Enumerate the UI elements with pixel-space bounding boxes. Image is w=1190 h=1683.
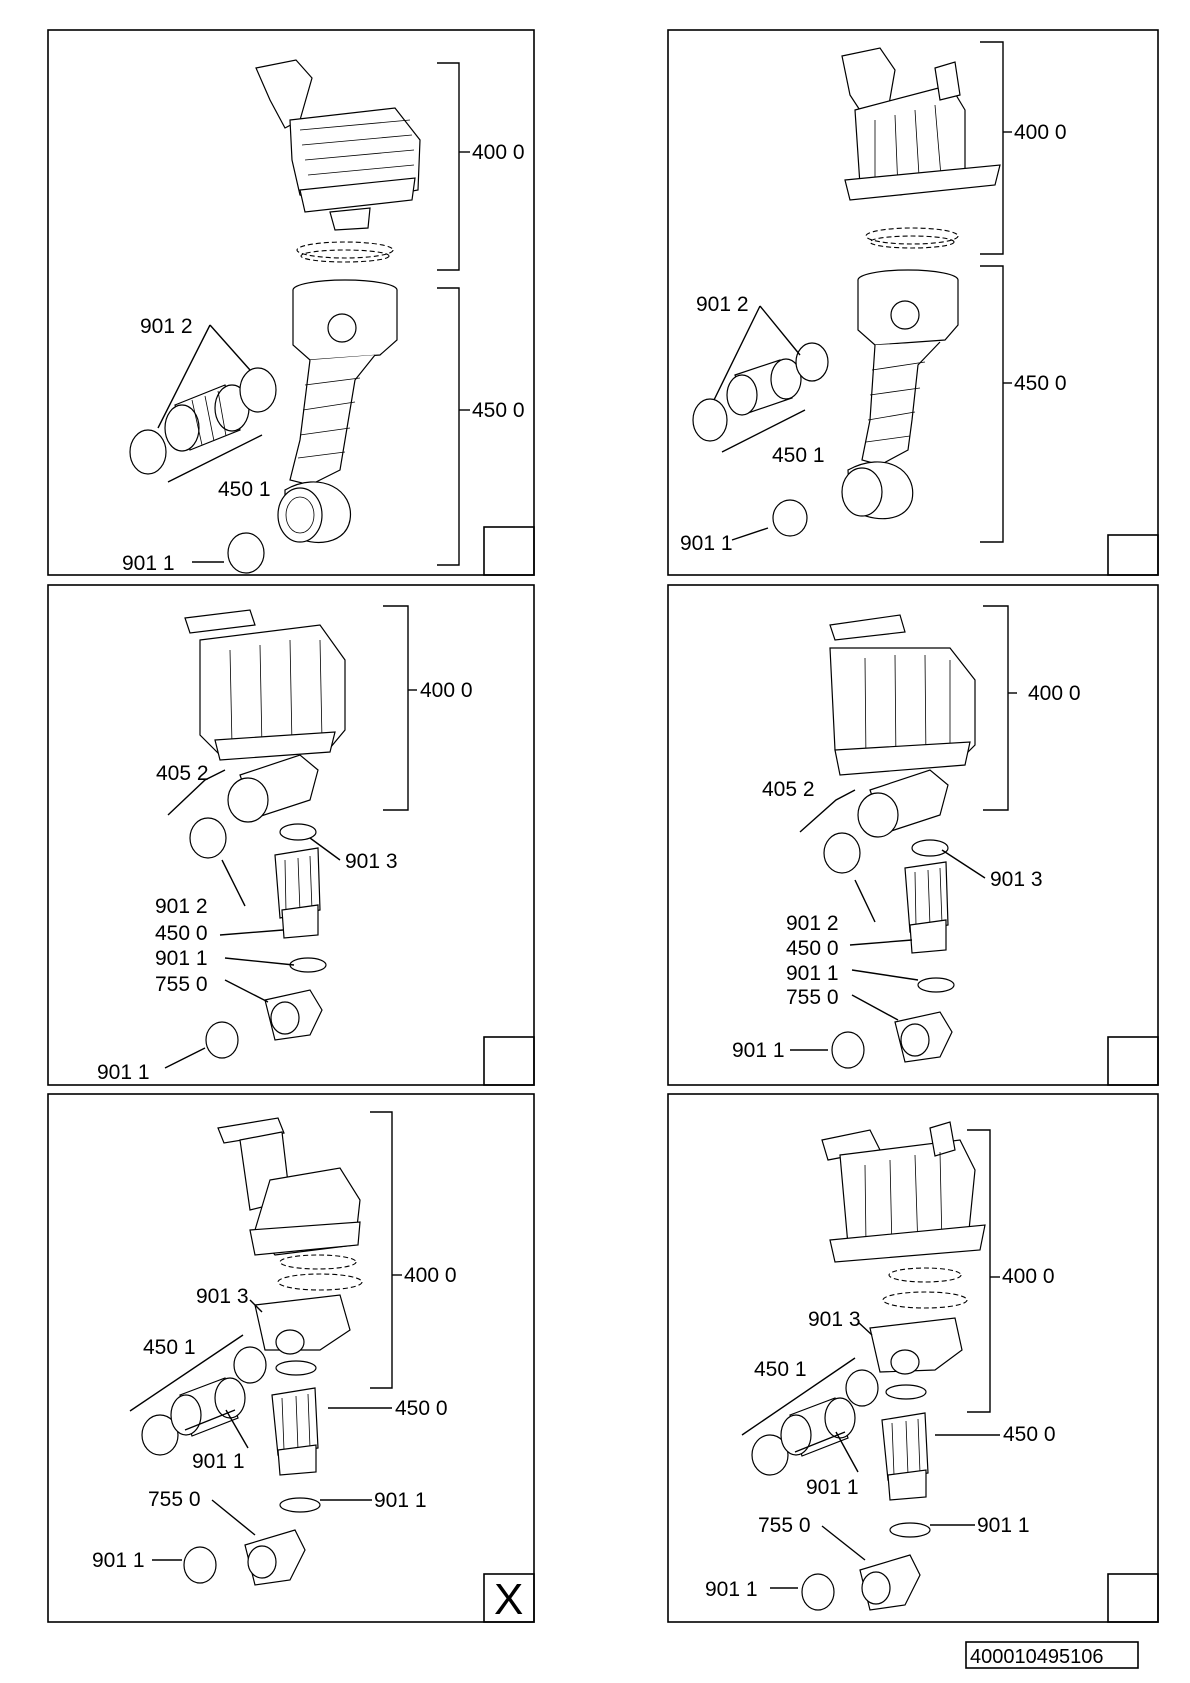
panel-4-leaders bbox=[790, 605, 1017, 1051]
panel-1-hose-part bbox=[129, 367, 277, 574]
panel-1-label-901-1: 901 1 bbox=[122, 552, 175, 575]
panel-2-corner-box bbox=[1107, 534, 1159, 576]
panel-5-label-901-3: 901 3 bbox=[196, 1285, 249, 1308]
panel-1-label-450-1: 450 1 bbox=[218, 478, 271, 501]
panel-3-label-450-0: 450 0 bbox=[155, 922, 208, 945]
panel-1: 400 0 450 0 901 2 450 1 901 1 bbox=[47, 29, 535, 576]
panel-1-label-901-2: 901 2 bbox=[140, 315, 193, 338]
panel-3-corner-box bbox=[483, 1036, 535, 1086]
panel-2: 400 0 901 2 450 0 450 1 901 1 bbox=[667, 29, 1159, 576]
panel-1-label-400-0: 400 0 bbox=[472, 141, 525, 164]
panel-5-corner-box bbox=[483, 1573, 535, 1623]
panel-4-label-901-1b: 901 1 bbox=[732, 1039, 785, 1062]
panel-5-leaders bbox=[129, 1111, 402, 1561]
panel-1-pump-housing-part bbox=[277, 279, 398, 543]
document-number: 400010495106 bbox=[970, 1646, 1103, 1668]
panel-2-hose-part bbox=[692, 342, 829, 537]
panel-5-label-901-1c: 901 1 bbox=[92, 1549, 145, 1572]
panel-5-label-450-1: 450 1 bbox=[143, 1336, 196, 1359]
panel-5-hose-part bbox=[141, 1346, 267, 1456]
panel-2-leaders bbox=[713, 41, 1012, 543]
panel-4-motor-part bbox=[829, 614, 976, 776]
panel-4-pump-part bbox=[831, 861, 955, 1069]
panel-3-label-901-2: 901 2 bbox=[155, 895, 208, 918]
panel-4-outlet-part bbox=[823, 769, 949, 874]
panel-3-pump-part bbox=[205, 847, 327, 1059]
panel-3-label-755-0: 755 0 bbox=[155, 973, 208, 996]
panel-6-label-450-0: 450 0 bbox=[1003, 1423, 1056, 1446]
panel-3-motor-part bbox=[184, 609, 346, 761]
panel-4-label-901-3: 901 3 bbox=[990, 868, 1043, 891]
panel-4-label-755-0: 755 0 bbox=[786, 986, 839, 1009]
panel-3-label-400-0: 400 0 bbox=[420, 679, 473, 702]
panel-3-label-901-3: 901 3 bbox=[345, 850, 398, 873]
panel-6-label-450-1: 450 1 bbox=[754, 1358, 807, 1381]
panel-3-label-901-1b: 901 1 bbox=[97, 1061, 150, 1084]
panel-5-pump-part bbox=[183, 1360, 321, 1586]
panel-5-motor-part bbox=[217, 1117, 363, 1355]
document-number-box: 400010495106 bbox=[965, 1641, 1139, 1669]
panel-2-pump-housing-part bbox=[841, 269, 959, 520]
panel-6-label-901-1: 901 1 bbox=[806, 1476, 859, 1499]
panel-6-pump-part bbox=[801, 1384, 931, 1611]
panel-3-label-901-1: 901 1 bbox=[155, 947, 208, 970]
panel-3-leaders bbox=[164, 605, 417, 1069]
panel-1-label-450-0: 450 0 bbox=[472, 399, 525, 422]
panel-3-label-405-2: 405 2 bbox=[156, 762, 209, 785]
panel-6-hose-part bbox=[751, 1369, 879, 1476]
panel-2-label-450-0: 450 0 bbox=[1014, 372, 1067, 395]
panel-4-corner-box bbox=[1107, 1036, 1159, 1086]
panel-6-label-901-1b: 901 1 bbox=[977, 1514, 1030, 1537]
panel-4-label-450-0: 450 0 bbox=[786, 937, 839, 960]
panel-5-label-450-0: 450 0 bbox=[395, 1397, 448, 1420]
panel-2-label-901-1: 901 1 bbox=[680, 532, 733, 555]
panel-5-label-755-0: 755 0 bbox=[148, 1488, 201, 1511]
panel-6: 400 0 901 3 450 1 450 0 901 1 901 1 755 … bbox=[667, 1093, 1159, 1623]
panel-5-label-901-1b: 901 1 bbox=[374, 1489, 427, 1512]
panel-1-motor-part bbox=[255, 59, 421, 263]
panel-2-label-901-2: 901 2 bbox=[696, 293, 749, 316]
panel-1-corner-box bbox=[483, 526, 535, 576]
panel-3: 400 0 405 2 901 3 901 2 450 0 901 1 755 … bbox=[47, 584, 535, 1086]
panel-5-label-400-0: 400 0 bbox=[404, 1264, 457, 1287]
panel-4: 400 0 405 2 901 3 901 2 450 0 901 1 755 … bbox=[667, 584, 1159, 1086]
panel-4-label-405-2: 405 2 bbox=[762, 778, 815, 801]
panel-6-leaders bbox=[741, 1129, 1000, 1589]
panel-4-label-400-0: 400 0 bbox=[1028, 682, 1081, 705]
panel-3-outlet-part bbox=[189, 754, 319, 859]
panel-6-label-901-3: 901 3 bbox=[808, 1308, 861, 1331]
panel-5: X bbox=[47, 1093, 535, 1624]
panel-6-label-755-0: 755 0 bbox=[758, 1514, 811, 1537]
panel-4-label-901-2: 901 2 bbox=[786, 912, 839, 935]
panel-1-leaders bbox=[157, 62, 470, 566]
panel-6-label-901-1c: 901 1 bbox=[705, 1578, 758, 1601]
panel-6-motor-part bbox=[821, 1121, 986, 1375]
panel-2-label-450-1: 450 1 bbox=[772, 444, 825, 467]
panel-5-label-901-1: 901 1 bbox=[192, 1450, 245, 1473]
panel-5-corner-mark: X bbox=[494, 1575, 523, 1624]
panel-6-corner-box bbox=[1107, 1573, 1159, 1623]
panel-4-label-901-1: 901 1 bbox=[786, 962, 839, 985]
panel-2-label-400-0: 400 0 bbox=[1014, 121, 1067, 144]
panel-2-motor-part bbox=[841, 47, 1001, 249]
panel-6-label-400-0: 400 0 bbox=[1002, 1265, 1055, 1288]
